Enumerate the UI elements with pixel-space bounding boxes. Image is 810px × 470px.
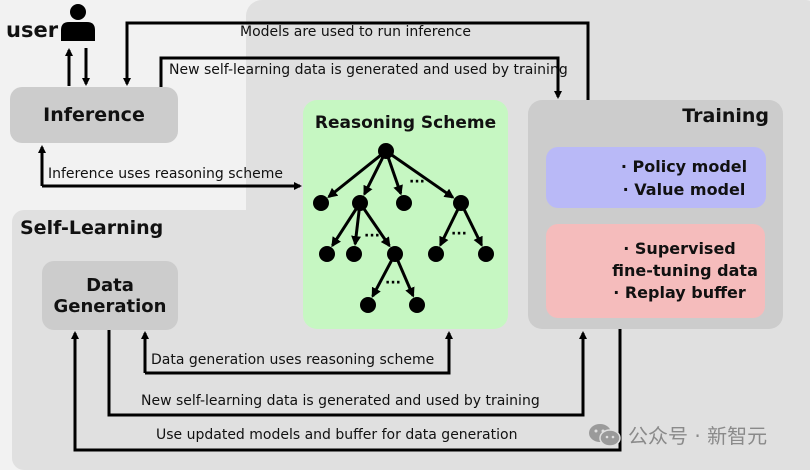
tree-node bbox=[387, 246, 403, 262]
reasoning-scheme-title: Reasoning Scheme bbox=[314, 113, 497, 133]
tree-ellipsis: ··· bbox=[364, 228, 380, 244]
tree-edge bbox=[363, 150, 388, 196]
edge-label-training-to-datagen: Use updated models and buffer for data g… bbox=[156, 427, 518, 443]
tree-ellipsis: ··· bbox=[385, 275, 401, 291]
user-label: user bbox=[6, 18, 59, 42]
tree-edge bbox=[358, 202, 391, 248]
tree-node bbox=[396, 195, 412, 211]
person-icon bbox=[61, 4, 95, 41]
inference-node: Inference bbox=[10, 87, 178, 143]
tree-node bbox=[478, 246, 494, 262]
watermark: 公众号 · 新智元 bbox=[588, 420, 767, 449]
tree-node bbox=[360, 297, 376, 313]
replay-buffer-item: · Replay buffer bbox=[613, 283, 746, 302]
self-learning-label: Self-Learning bbox=[20, 217, 164, 239]
data-generation-line-1: Data bbox=[86, 274, 134, 296]
arrow-training-to-datagen bbox=[71, 329, 622, 452]
arrow-inference-to-training bbox=[159, 56, 562, 99]
tree-edge bbox=[385, 149, 455, 199]
training-title: Training bbox=[682, 105, 769, 127]
sft-data-item-cont: fine-tuning data bbox=[612, 261, 758, 280]
arrow-datagen-to-training bbox=[107, 330, 587, 417]
data-generation-line-2: Generation bbox=[53, 295, 167, 317]
watermark-text: 公众号 · 新智元 bbox=[628, 424, 768, 448]
sft-data-item: · Supervised bbox=[623, 239, 736, 258]
tree-edge bbox=[331, 202, 362, 248]
wechat-icon bbox=[589, 423, 621, 447]
reasoning-tree: ··· ··· ··· ··· bbox=[313, 143, 494, 313]
tree-node bbox=[453, 195, 469, 211]
arrow-models-to-inference bbox=[123, 21, 590, 100]
inference-label: Inference bbox=[43, 104, 145, 126]
edge-label-inference-uses-scheme: Inference uses reasoning scheme bbox=[48, 166, 283, 182]
edge-label-inference-to-training: New self-learning data is generated and … bbox=[169, 62, 568, 78]
edge-label-models-to-inference: Models are used to run inference bbox=[240, 24, 471, 40]
data-generation-node: Data Generation bbox=[42, 261, 178, 330]
policy-model-item: · Policy model bbox=[620, 156, 748, 176]
models-box: · Policy model · Value model bbox=[546, 147, 766, 208]
value-model-item: · Value model bbox=[622, 179, 746, 199]
tree-node bbox=[409, 297, 425, 313]
tree-ellipsis: ··· bbox=[409, 174, 425, 190]
edge-label-datagen-uses-scheme: Data generation uses reasoning scheme bbox=[151, 352, 435, 368]
tree-node bbox=[378, 143, 394, 159]
tree-node bbox=[428, 246, 444, 262]
tree-node bbox=[313, 195, 329, 211]
training-data-box: · Supervised fine-tuning data · Replay b… bbox=[546, 224, 765, 318]
tree-edge bbox=[327, 149, 387, 199]
tree-ellipsis: ··· bbox=[451, 226, 467, 242]
edge-label-datagen-to-training: New self-learning data is generated and … bbox=[141, 393, 540, 409]
tree-node bbox=[346, 246, 362, 262]
tree-node bbox=[352, 195, 368, 211]
training-node: Training · Policy model · Value model · … bbox=[528, 100, 783, 329]
tree-node bbox=[319, 246, 335, 262]
